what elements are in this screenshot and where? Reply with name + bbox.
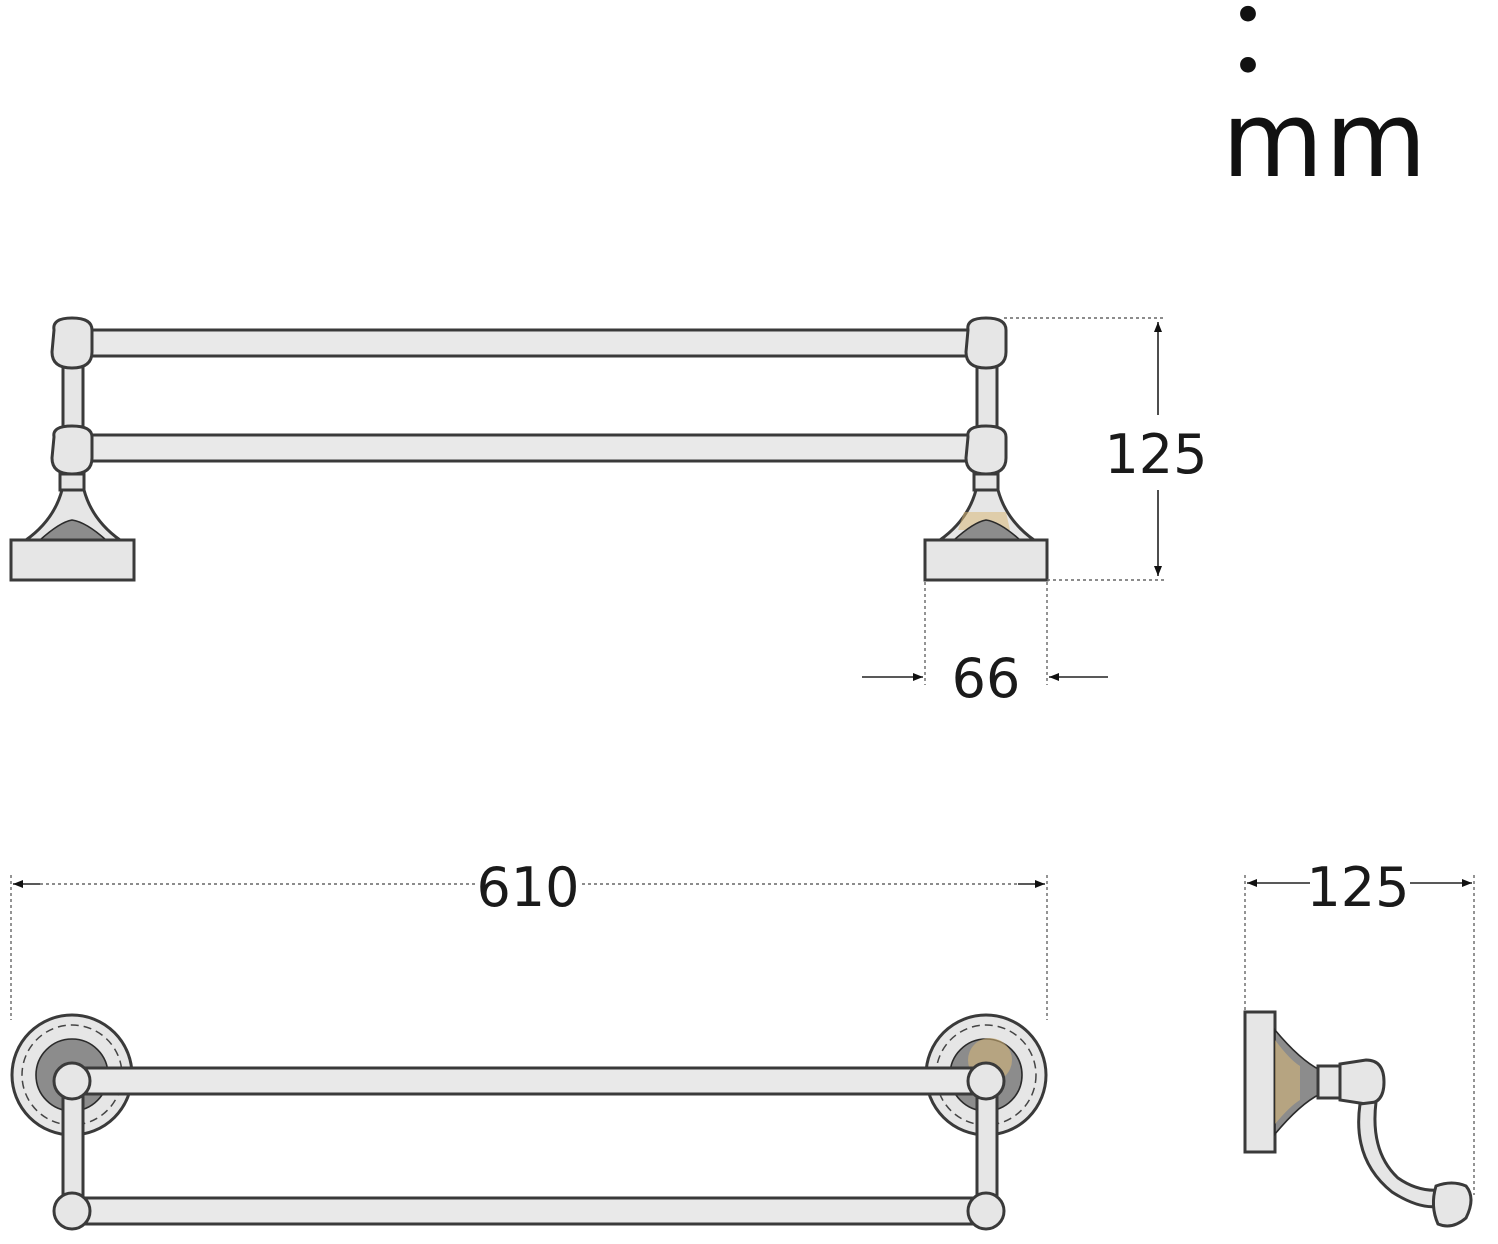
side-curved-arm (1357, 1100, 1442, 1209)
right-rear-cap (966, 1191, 1006, 1231)
left-front-cap (52, 1061, 92, 1101)
front-elevation-view: 125 66 (9, 316, 1208, 710)
height-dimension-label: 125 (1104, 423, 1207, 486)
right-upper-knuckle (964, 316, 1008, 370)
right-flare-ornament (951, 519, 1023, 541)
left-neck (58, 472, 86, 492)
top-view-rear-bar (78, 1196, 982, 1226)
length-dimension-label: 610 (476, 856, 579, 919)
right-front-cap (966, 1061, 1006, 1101)
base-width-label: 66 (952, 647, 1021, 710)
upper-bar (78, 328, 982, 358)
right-neck (972, 472, 1000, 492)
projection-dimension-label: 125 (1306, 856, 1409, 919)
lower-bar (78, 433, 982, 463)
right-lower-knuckle (964, 424, 1008, 476)
left-flare-ornament (37, 519, 109, 541)
side-neck (1316, 1064, 1342, 1100)
side-wall-plate (1243, 1010, 1277, 1154)
left-base-plate (9, 538, 136, 582)
side-flare-highlight (1275, 1040, 1300, 1124)
side-end-cap (1431, 1181, 1473, 1228)
top-view: 610 (10, 856, 1048, 1231)
side-knuckle (1338, 1058, 1386, 1106)
left-upper-knuckle (50, 316, 94, 370)
side-view: 125 (1243, 856, 1475, 1228)
top-view-front-bar (78, 1066, 982, 1096)
right-base-plate (923, 538, 1049, 582)
left-lower-knuckle (50, 424, 94, 476)
left-rear-cap (52, 1191, 92, 1231)
unit-label: ：mm (1222, 0, 1429, 201)
